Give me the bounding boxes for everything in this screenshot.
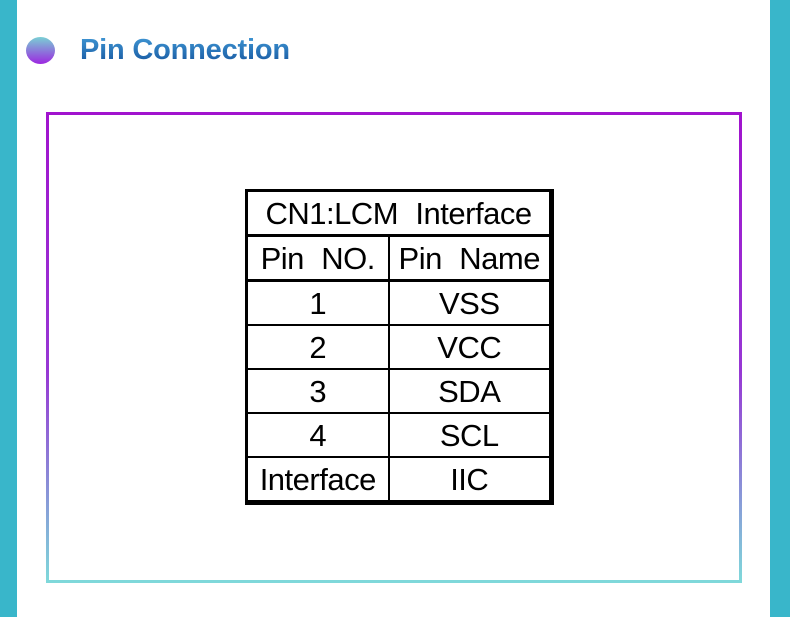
section-header: Pin Connection: [26, 34, 290, 67]
pin-no-cell: Interface: [245, 456, 390, 504]
pin-no-cell: 1: [245, 279, 390, 326]
page-title: Pin Connection: [80, 34, 290, 66]
table-title: CN1:LCM Interface: [245, 189, 553, 237]
pin-name-cell: IIC: [387, 456, 553, 504]
table-header-row: Pin NO. Pin Name: [245, 234, 553, 282]
pin-name-cell: VSS: [387, 279, 553, 326]
pin-name-cell: VCC: [387, 324, 553, 370]
pin-no-cell: 2: [245, 324, 390, 370]
right-edge-bar: [770, 0, 790, 617]
table-row: 2 VCC: [245, 324, 553, 370]
pin-no-cell: 3: [245, 368, 390, 414]
table-title-row: CN1:LCM Interface: [245, 189, 553, 237]
pin-connection-table: CN1:LCM Interface Pin NO. Pin Name 1 VSS…: [245, 189, 554, 505]
bullet-icon: [26, 37, 55, 64]
table-row: 4 SCL: [245, 412, 553, 458]
table-row: 3 SDA: [245, 368, 553, 414]
pin-no-cell: 4: [245, 412, 390, 458]
table-row: 1 VSS: [245, 279, 553, 326]
pin-name-cell: SDA: [387, 368, 553, 414]
left-edge-bar: [0, 0, 17, 617]
column-header-pin-no: Pin NO.: [245, 234, 390, 282]
table-row: Interface IIC: [245, 456, 553, 504]
pin-name-cell: SCL: [387, 412, 553, 458]
column-header-pin-name: Pin Name: [387, 234, 553, 282]
